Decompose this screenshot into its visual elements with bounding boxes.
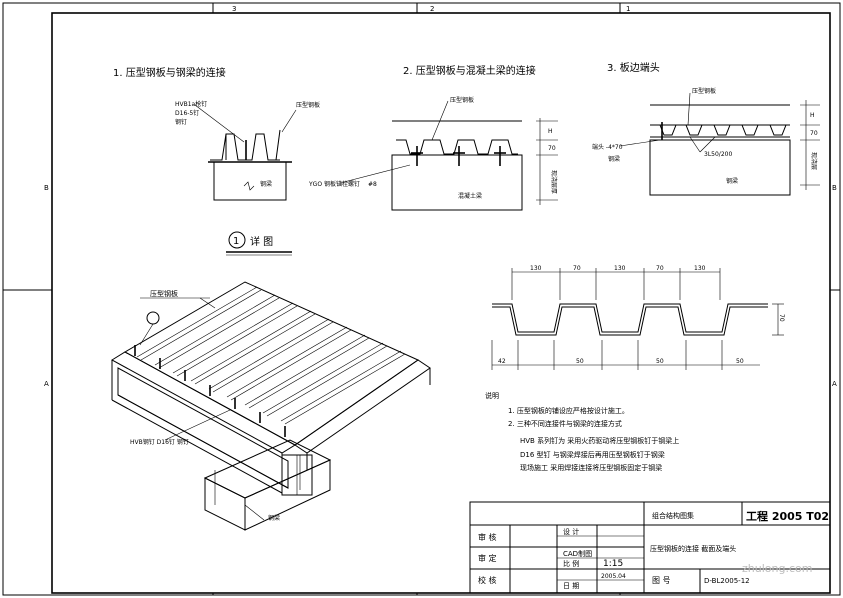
s2-label-deck: 压型钢板 xyxy=(450,96,474,104)
s3-dim-mid: 70 xyxy=(810,130,818,137)
notes-heading: 说明 xyxy=(485,391,499,400)
profile-dim-bottom-4: 50 xyxy=(736,358,744,365)
tb-date: 2005.04 xyxy=(601,573,626,580)
tb-role-3: 校 核 xyxy=(478,575,497,585)
notes-line-5: 现场施工 采用焊接连接将压型钢板固定于钢梁 xyxy=(520,463,662,472)
profile-dim-bottom-2: 50 xyxy=(576,358,584,365)
detail-label-hvb: HVB钢钉 D16钉 钢钉 xyxy=(130,438,189,446)
grid-top-3: 3 xyxy=(232,5,236,13)
grid-top-1: 1 xyxy=(626,5,630,13)
tb-role2-3: 比 例 xyxy=(563,559,579,568)
tb-role2-2: CAD制图 xyxy=(563,549,592,558)
grid-right-a: A xyxy=(832,380,837,388)
notes-line-3: HVB 系列钉为 采用火药驱动将压型钢板钉于钢梁上 xyxy=(520,436,679,445)
profile-dim-height: 70 xyxy=(778,314,785,322)
grid-right-b: B xyxy=(832,184,837,192)
grid-left-a: A xyxy=(44,380,49,388)
tb-code: 工程 2005 T02 xyxy=(746,509,829,523)
s1-label-hvb: HVB1a枪钉 xyxy=(175,100,207,108)
s3-label-deck: 压型钢板 xyxy=(692,87,716,95)
inner-border xyxy=(51,12,831,594)
tb-role-1: 审 核 xyxy=(478,532,497,542)
s1-label-d16: D16-5钉 xyxy=(175,109,199,117)
profile-dim-top-1: 130 xyxy=(530,265,542,272)
s3-dim-top: H xyxy=(810,112,815,119)
profile-dim-top-5: 130 xyxy=(694,265,706,272)
deck-profile: 130 70 130 70 130 70 42 50 50 50 xyxy=(491,265,785,370)
profile-dim-top-2: 70 xyxy=(573,265,581,272)
tb-drawing-no: D-BL2005-12 xyxy=(704,577,750,585)
profile-dim-top-3: 130 xyxy=(614,265,626,272)
s2-dim-top: H xyxy=(548,128,553,135)
s3-label-edge: 端头 -4*70 xyxy=(592,143,623,151)
s2-label-beam: 混凝土梁 xyxy=(458,192,482,200)
s2-label-nail: YGO 钢板锚栓螺钉 xyxy=(308,180,360,188)
section-3-title: 3. 板边端头 xyxy=(607,61,660,74)
tb-scale: 1:15 xyxy=(603,559,623,569)
tb-role2-1: 设 计 xyxy=(563,527,579,536)
s3-label-weld: 3L50/200 xyxy=(704,151,732,158)
s1-label-beam: 钢梁 xyxy=(260,180,272,188)
s3-label-beam: 钢梁 xyxy=(608,155,620,163)
section-2: 2. 压型钢板与混凝土梁的连接 压型钢板 YGO 钢板锚栓螺钉 #8 混凝土梁 … xyxy=(308,64,558,211)
section-1: 1. 压型钢板与钢梁的连接 HVB1a枪钉 D16-5钉 钢钉 压型钢板 钢梁 xyxy=(113,66,320,201)
section-1-title: 1. 压型钢板与钢梁的连接 xyxy=(113,66,226,79)
grid-top-2: 2 xyxy=(430,5,434,13)
tb-company: 组合结构图集 xyxy=(652,511,694,520)
s3-dim-side: 现浇层 xyxy=(810,152,818,170)
tb-drawing-no-label: 图 号 xyxy=(652,576,671,585)
tb-date-label: 日 期 xyxy=(563,582,579,590)
notes-line-4: D16 型钉 与钢梁焊接后再用压型钢板钉于钢梁 xyxy=(520,450,665,459)
s1-label-ding: 钢钉 xyxy=(175,118,187,126)
s2-dim-side: 现浇层厚 xyxy=(550,170,558,194)
profile-dim-bottom-1: 42 xyxy=(498,358,506,365)
detail-title: 1 详 图 xyxy=(226,231,292,256)
notes-line-2: 2. 三种不同连接件与钢梁的连接方式 xyxy=(508,419,622,428)
grid-left-b: B xyxy=(44,184,49,192)
section-2-title: 2. 压型钢板与混凝土梁的连接 xyxy=(403,64,536,77)
tb-drawing-title: 压型钢板的连接 截面及端头 xyxy=(650,544,736,553)
s2-dim-mid: 70 xyxy=(548,145,556,152)
notes-line-1: 1. 压型钢板的铺设应严格按设计施工。 xyxy=(508,406,629,415)
tb-role-2: 审 定 xyxy=(478,553,497,563)
s1-label-deck: 压型钢板 xyxy=(296,101,320,109)
s2-label-dim: #8 xyxy=(368,181,377,188)
detail-circle-no: 1 xyxy=(233,236,239,247)
detail-label-deck: 压型钢板 xyxy=(150,289,178,298)
profile-dim-top-4: 70 xyxy=(656,265,664,272)
notes: 说明 1. 压型钢板的铺设应严格按设计施工。 2. 三种不同连接件与钢梁的连接方… xyxy=(485,391,679,472)
detail-label-beam: 钢梁 xyxy=(268,514,280,522)
s3-label-beam-2: 钢梁 xyxy=(726,177,738,185)
isometric-view: 压型钢板 HVB钢钉 D16钉 钢钉 钢梁 xyxy=(111,281,431,531)
detail-title-text: 详 图 xyxy=(250,235,273,248)
title-block: 组合结构图集 工程 2005 T02 压型钢板的连接 截面及端头 审 核 审 定… xyxy=(469,501,831,594)
profile-dim-bottom-3: 50 xyxy=(656,358,664,365)
section-3: 3. 板边端头 压型钢板 端头 -4*70 3L50/200 钢梁 钢梁 H 7… xyxy=(592,61,820,196)
watermark: zhulong.com xyxy=(742,562,812,575)
